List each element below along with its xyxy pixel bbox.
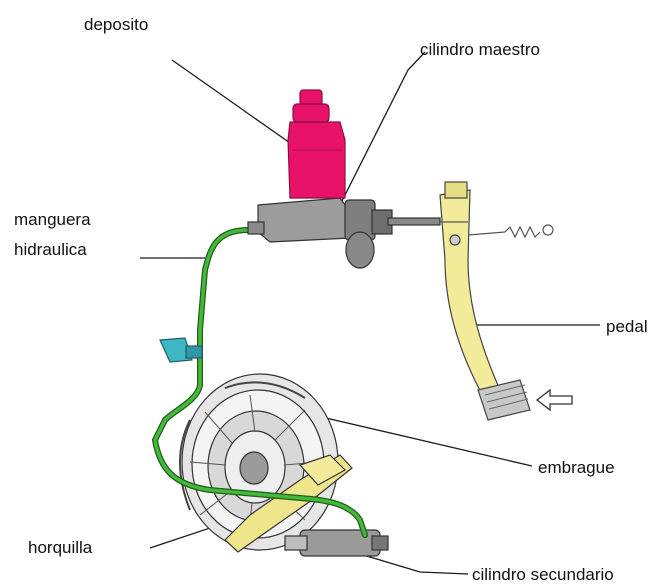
leader-deposito <box>172 60 300 150</box>
label-cilindro-secundario: cilindro secundario <box>472 565 614 585</box>
label-hidraulica: hidraulica <box>14 240 87 260</box>
leader-cilindro-maestro <box>340 52 425 205</box>
reservoir <box>288 90 345 198</box>
label-embrague: embrague <box>538 458 615 478</box>
force-arrow-icon <box>537 390 572 410</box>
label-cilindro-maestro: cilindro maestro <box>420 40 540 60</box>
label-pedal: pedal <box>606 317 648 337</box>
hose-bracket <box>160 338 202 362</box>
slave-cylinder <box>285 530 388 556</box>
pedal-assembly <box>440 182 553 420</box>
master-cylinder <box>248 198 440 268</box>
label-deposito: deposito <box>84 15 148 35</box>
label-horquilla: horquilla <box>28 538 92 558</box>
label-manguera: manguera <box>14 210 91 230</box>
